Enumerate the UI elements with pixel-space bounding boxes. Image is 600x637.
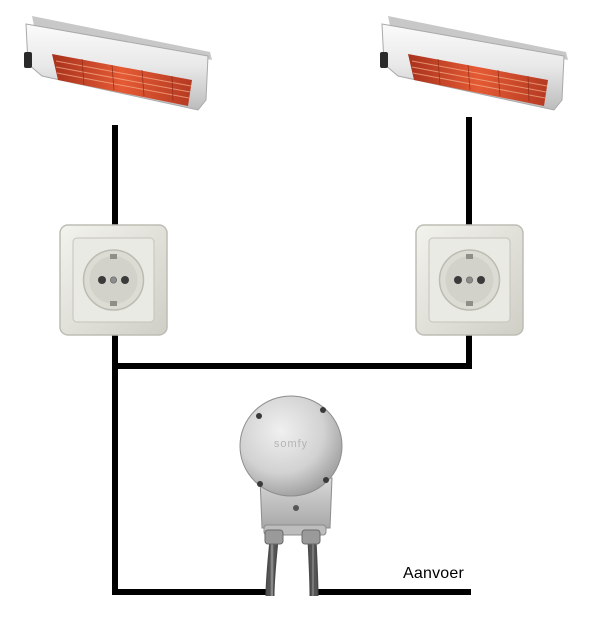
socket-left-icon xyxy=(59,224,168,336)
receiver-brand-label: somfy xyxy=(274,438,308,450)
supply-label: Aanvoer xyxy=(403,565,464,582)
wiring xyxy=(112,117,472,595)
heater-right-icon xyxy=(380,16,568,111)
heater-left-icon xyxy=(24,16,212,111)
socket-right-icon xyxy=(415,224,524,336)
somfy-receiver-icon: somfy xyxy=(239,395,343,597)
